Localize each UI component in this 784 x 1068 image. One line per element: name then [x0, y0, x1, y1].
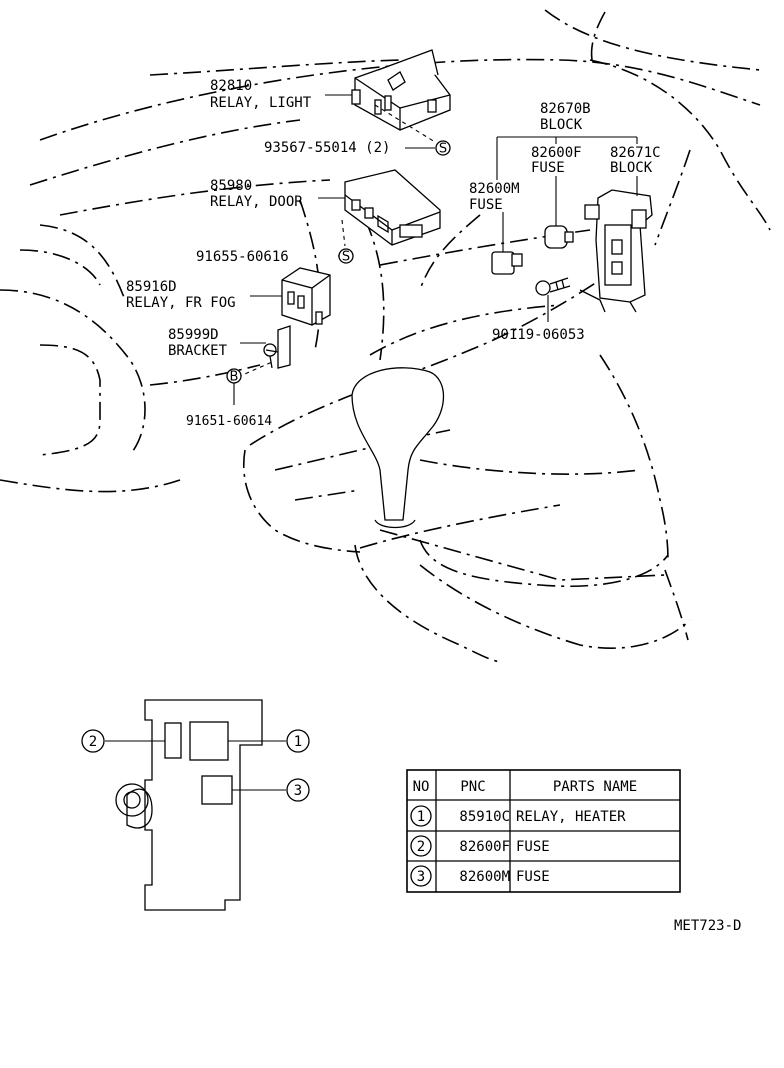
relay-fr-fog-name: RELAY, FR FOG [126, 295, 236, 311]
bolt-bracket-pnc: 91651-60614 [186, 414, 272, 429]
screw-relay-door-pnc: 91655-60616 [196, 249, 289, 265]
inset-marker-2: 2 [81, 729, 105, 753]
relay-door-pnc: 85980 [210, 178, 252, 194]
block-sub-name: BLOCK [610, 160, 653, 176]
relay-door-part [344, 169, 441, 246]
bracket-pnc: 85999D [168, 327, 219, 343]
table-cell-name: RELAY, HEATER [516, 809, 626, 825]
table-row: 2 82600F FUSE [410, 835, 550, 857]
table-cell-name: FUSE [516, 869, 550, 885]
svg-text:1: 1 [294, 734, 302, 750]
relay-light-name: RELAY, LIGHT [210, 95, 312, 111]
fuse-f-part [544, 225, 574, 249]
table-cell-pnc: 82600M [459, 869, 510, 885]
svg-text:B: B [230, 370, 239, 385]
parts-table: NO PNC PARTS NAME 1 85910C RELAY, HEATER… [406, 769, 681, 893]
relay-fr-fog-pnc: 85916D [126, 279, 177, 295]
shift-lever [351, 367, 444, 529]
fuse-m-name: FUSE [469, 197, 503, 213]
table-cell-no: 3 [417, 869, 425, 885]
svg-text:S: S [439, 142, 447, 157]
table-header-no: NO [413, 779, 430, 795]
relay-door-name: RELAY, DOOR [210, 194, 303, 210]
fuse-m-part [491, 251, 523, 275]
figure-code: MET723-D [674, 918, 741, 934]
table-cell-no: 2 [417, 839, 425, 855]
table-cell-name: FUSE [516, 839, 550, 855]
table-row: 1 85910C RELAY, HEATER [410, 805, 626, 827]
inset-marker-3: 3 [286, 778, 310, 802]
table-cell-no: 1 [417, 809, 425, 825]
inset-marker-1: 1 [286, 729, 310, 753]
dashboard-outline [0, 9, 771, 663]
fuse-f-pnc: 82600F [531, 145, 582, 161]
symbol-b: B [226, 368, 242, 385]
table-cell-pnc: 82600F [459, 839, 510, 855]
block-main-name: BLOCK [540, 117, 583, 133]
screw-relay-light-pnc: 93567-55014 (2) [264, 140, 390, 156]
symbol-s-1: S [435, 140, 451, 157]
screw-block-pnc: 90119-06053 [492, 327, 585, 343]
table-header-parts-name: PARTS NAME [553, 779, 637, 795]
block-main-pnc: 82670B [540, 101, 591, 117]
inset-block-view [105, 699, 286, 911]
table-header-pnc: PNC [460, 779, 485, 795]
bracket-part [263, 325, 291, 369]
junction-block-part [579, 189, 653, 313]
relay-light-part [351, 49, 451, 131]
leader-lines [233, 94, 638, 405]
fuse-m-pnc: 82600M [469, 181, 520, 197]
relay-light-pnc: 82810 [210, 78, 252, 94]
bracket-name: BRACKET [168, 343, 228, 359]
svg-text:2: 2 [89, 734, 97, 750]
svg-text:S: S [342, 250, 350, 265]
screw-part [535, 277, 571, 296]
block-sub-pnc: 82671C [610, 145, 661, 161]
table-cell-pnc: 85910C [459, 809, 510, 825]
fuse-f-name: FUSE [531, 160, 565, 176]
table-row: 3 82600M FUSE [410, 865, 550, 887]
symbol-s-2: S [338, 248, 354, 265]
relay-fr-fog-part [281, 267, 331, 326]
svg-text:3: 3 [294, 783, 302, 799]
